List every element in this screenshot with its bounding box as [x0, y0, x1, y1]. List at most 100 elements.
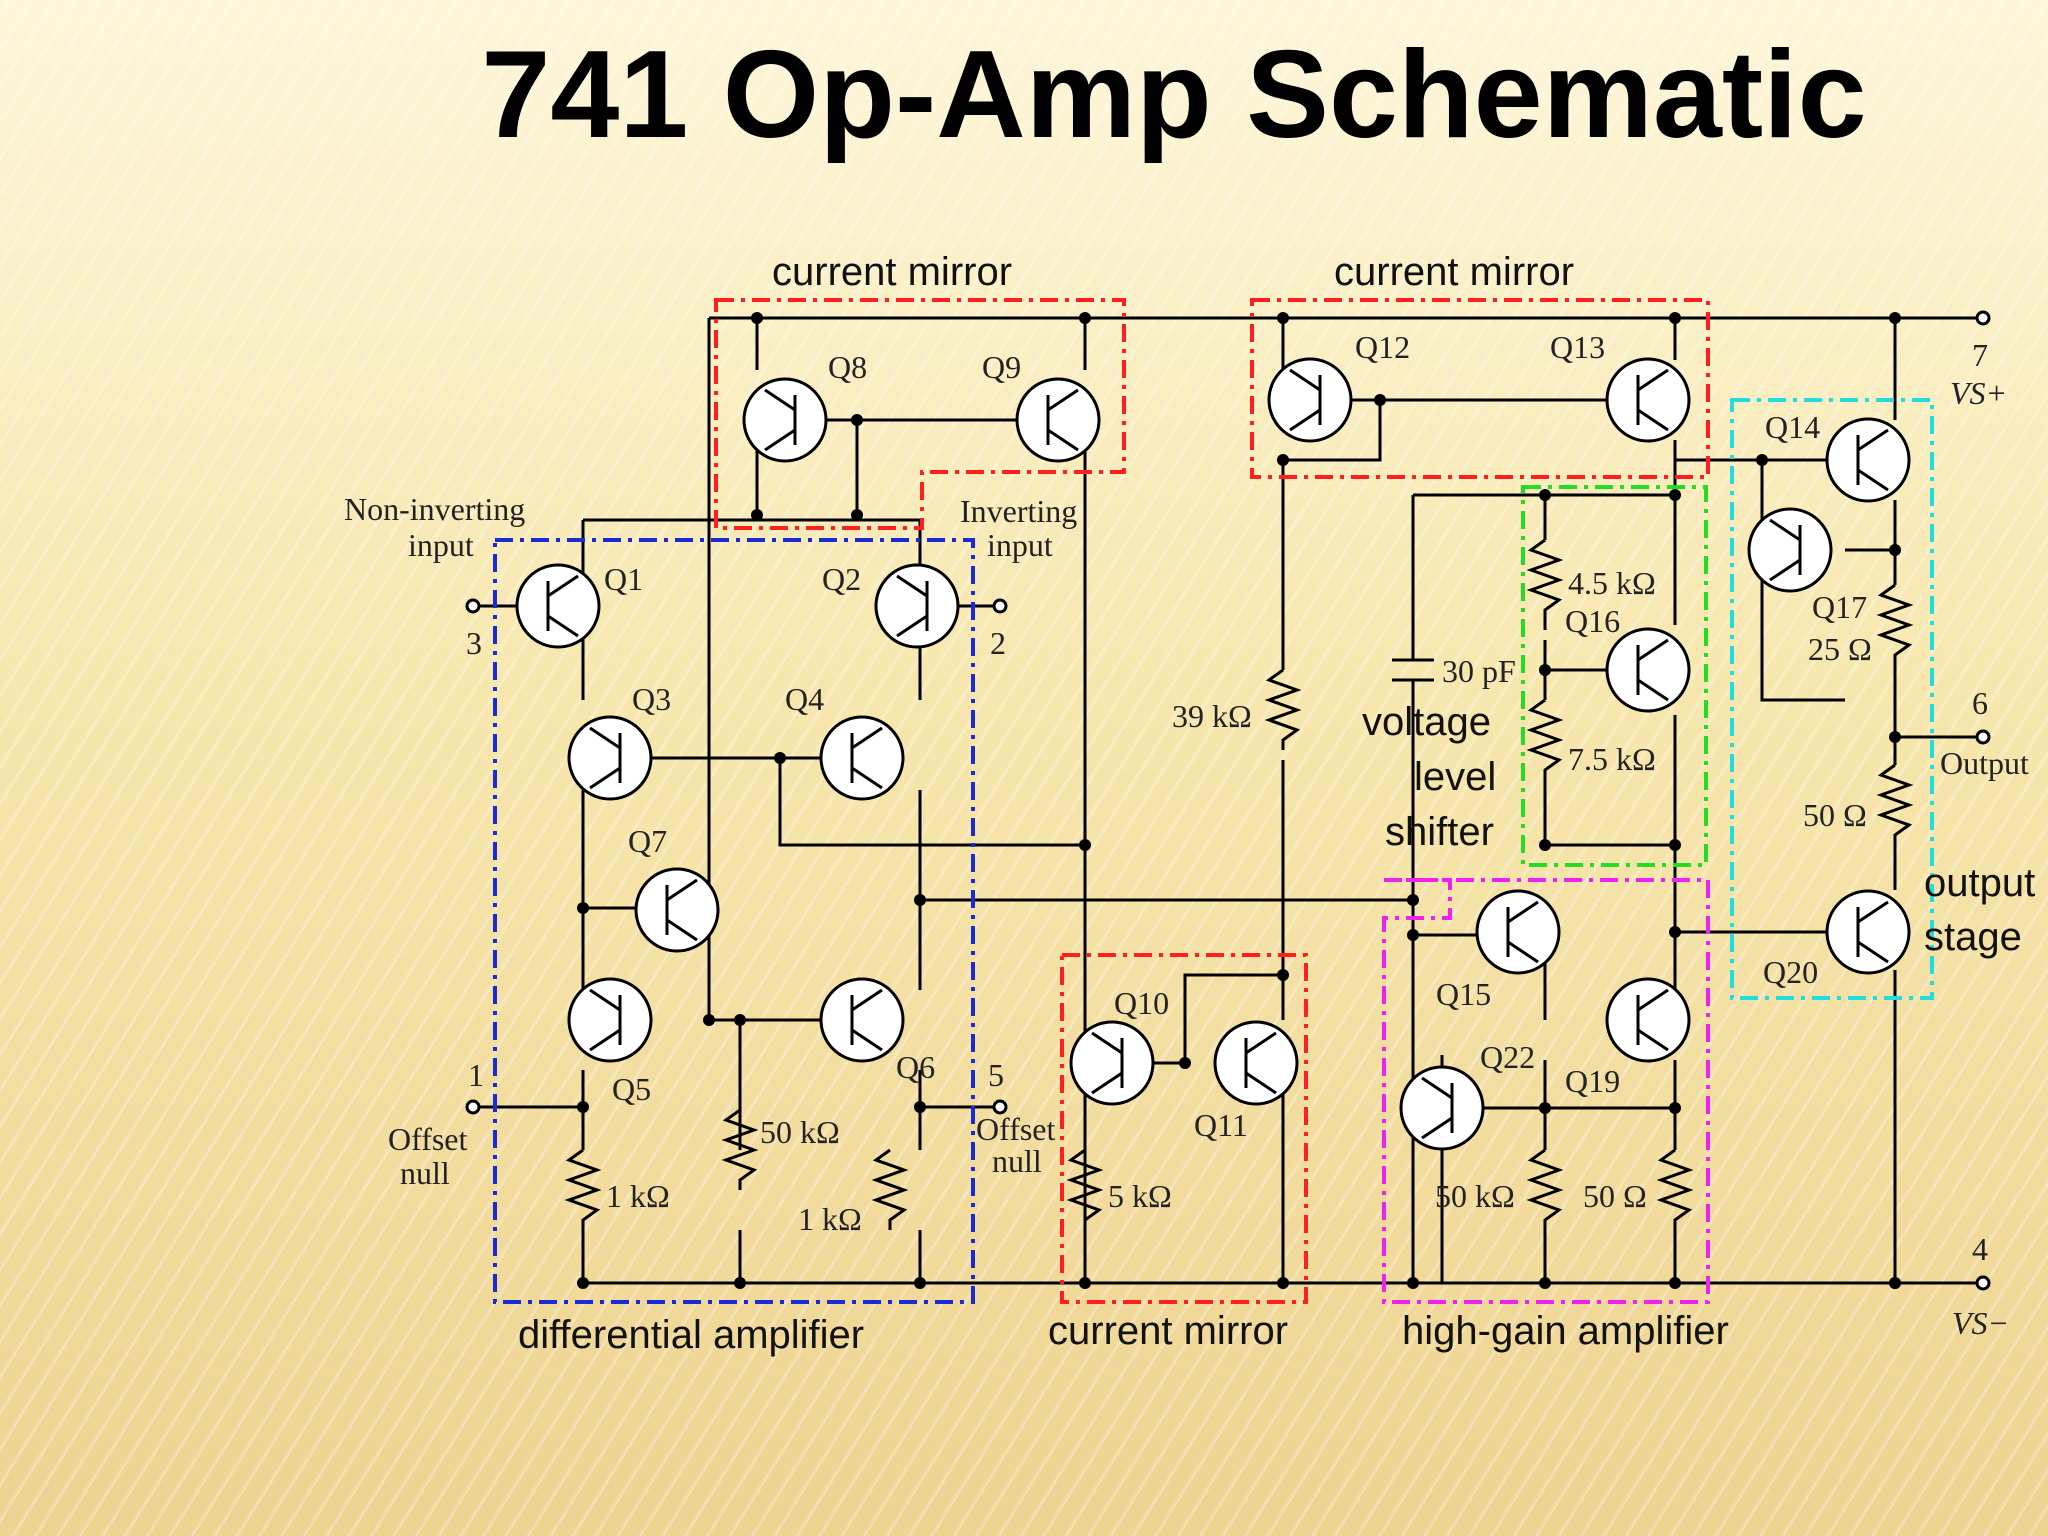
label-q22: Q22	[1480, 1039, 1535, 1075]
transistor-q14	[1825, 417, 1911, 503]
label-r-50-out: 50 Ω	[1803, 797, 1867, 833]
resistor-1k-right	[871, 1148, 909, 1230]
label-pin4: 4	[1972, 1231, 1988, 1267]
label-q5: Q5	[612, 1071, 651, 1107]
box-voltage-level-shifter	[1521, 485, 1708, 867]
group-boxes	[493, 298, 1934, 1304]
label-pin3: 3	[466, 625, 482, 661]
label-r-1k-left: 1 kΩ	[606, 1178, 670, 1214]
transistor-q4	[819, 715, 905, 801]
label-r-39k: 39 kΩ	[1172, 698, 1252, 734]
label-pin1: 1	[468, 1057, 484, 1093]
resistor-5k	[1066, 1148, 1104, 1230]
resistor-50k-hg	[1526, 1148, 1564, 1230]
resistor-4-5k	[1526, 538, 1564, 630]
resistor-7-5k	[1526, 698, 1564, 780]
resistor-50-out	[1876, 763, 1914, 845]
box-current-mirror-bottom	[1060, 953, 1308, 1304]
label-output: output	[1924, 861, 2035, 905]
label-q12: Q12	[1355, 329, 1410, 365]
label-pin2: 2	[990, 625, 1006, 661]
label-q16: Q16	[1565, 603, 1620, 639]
label-q8: Q8	[828, 349, 867, 385]
label-r-1k-right: 1 kΩ	[798, 1201, 862, 1237]
transistor-q10	[1069, 1020, 1155, 1106]
box-differential-amplifier	[493, 538, 975, 1304]
transistor-q12	[1267, 357, 1353, 443]
capacitor-30p	[1392, 495, 1434, 900]
label-output-pin: Output	[1940, 745, 2029, 781]
junctions	[577, 312, 1901, 1289]
label-q11: Q11	[1194, 1107, 1248, 1143]
resistor-50-hg	[1656, 1148, 1694, 1230]
label-q3: Q3	[632, 681, 671, 717]
resistor-39k	[1264, 668, 1302, 750]
box-current-mirror-top-left	[714, 298, 1126, 530]
label-input-right: input	[987, 527, 1053, 563]
label-offset-right: Offset	[976, 1111, 1056, 1147]
label-q20: Q20	[1763, 954, 1818, 990]
transistor-q8	[742, 377, 828, 463]
transistor-q9	[1015, 377, 1101, 463]
label-offset-left: Offset	[388, 1121, 468, 1157]
transistor-q16	[1605, 627, 1691, 713]
resistor-50k-diff	[721, 1108, 759, 1190]
transistors	[515, 357, 1911, 1151]
resistor-1k-left	[564, 1148, 602, 1230]
label-stage: stage	[1924, 915, 2022, 959]
label-null-right: null	[992, 1143, 1042, 1179]
label-high-gain-amplifier: high-gain amplifier	[1402, 1309, 1729, 1353]
transistor-labels: Q8 Q9 Q1 Q2 Q3 Q4 Q7 Q5 Q6 Q10 Q11 Q12 Q…	[604, 329, 1867, 1143]
label-q1: Q1	[604, 561, 643, 597]
label-c-30p: 30 pF	[1442, 653, 1516, 689]
label-r-7-5k: 7.5 kΩ	[1568, 741, 1656, 777]
transistor-q3	[567, 715, 653, 801]
label-shifter: shifter	[1385, 810, 1494, 854]
transistor-q11	[1213, 1020, 1299, 1106]
transistor-q6	[819, 977, 905, 1063]
label-inverting: Inverting	[960, 493, 1077, 529]
label-r-50k-hg: 50 kΩ	[1435, 1178, 1515, 1214]
label-current-mirror-bottom: current mirror	[1048, 1309, 1288, 1353]
label-q10: Q10	[1114, 985, 1169, 1021]
transistor-q7	[634, 867, 720, 953]
label-r-50k-diff: 50 kΩ	[760, 1114, 840, 1150]
transistor-q1	[515, 563, 601, 649]
label-non-inverting: Non-inverting	[344, 491, 525, 527]
transistor-q13	[1605, 357, 1691, 443]
label-current-mirror-top-left: current mirror	[772, 250, 1012, 294]
group-labels: current mirror current mirror differenti…	[518, 250, 2035, 1357]
label-input-left: input	[408, 527, 474, 563]
wiring	[473, 318, 1991, 1283]
label-pin6: 6	[1972, 685, 1988, 721]
label-level: level	[1414, 755, 1496, 799]
label-differential-amplifier: differential amplifier	[518, 1313, 864, 1357]
resistor-25	[1876, 583, 1914, 665]
label-vs-minus: VS−	[1952, 1305, 2009, 1341]
label-q17: Q17	[1812, 589, 1867, 625]
label-q4: Q4	[785, 681, 824, 717]
label-q6: Q6	[896, 1049, 935, 1085]
label-q7: Q7	[628, 823, 667, 859]
label-r-5k: 5 kΩ	[1108, 1178, 1172, 1214]
transistor-q20	[1825, 889, 1911, 975]
label-pin7: 7	[1972, 337, 1988, 373]
transistor-q5	[567, 977, 653, 1063]
label-q2: Q2	[822, 561, 861, 597]
box-current-mirror-top-right	[1250, 298, 1710, 479]
transistor-q2	[874, 563, 960, 649]
transistor-q22	[1399, 1065, 1485, 1151]
pin-labels: Non-inverting input 3 Inverting input 2 …	[344, 337, 2029, 1341]
transistor-q17	[1747, 507, 1833, 593]
label-voltage: voltage	[1362, 700, 1491, 744]
transistor-q15	[1475, 889, 1561, 975]
resistors	[564, 495, 1914, 1230]
label-null-left: null	[400, 1155, 450, 1191]
label-r-25: 25 Ω	[1808, 631, 1872, 667]
box-output-stage	[1730, 398, 1934, 1000]
component-labels: 1 kΩ 50 kΩ 1 kΩ 5 kΩ 39 kΩ 4.5 kΩ 7.5 kΩ…	[606, 565, 1872, 1237]
box-high-gain-amplifier	[1382, 878, 1710, 1304]
label-q9: Q9	[982, 349, 1021, 385]
label-q14: Q14	[1765, 409, 1820, 445]
